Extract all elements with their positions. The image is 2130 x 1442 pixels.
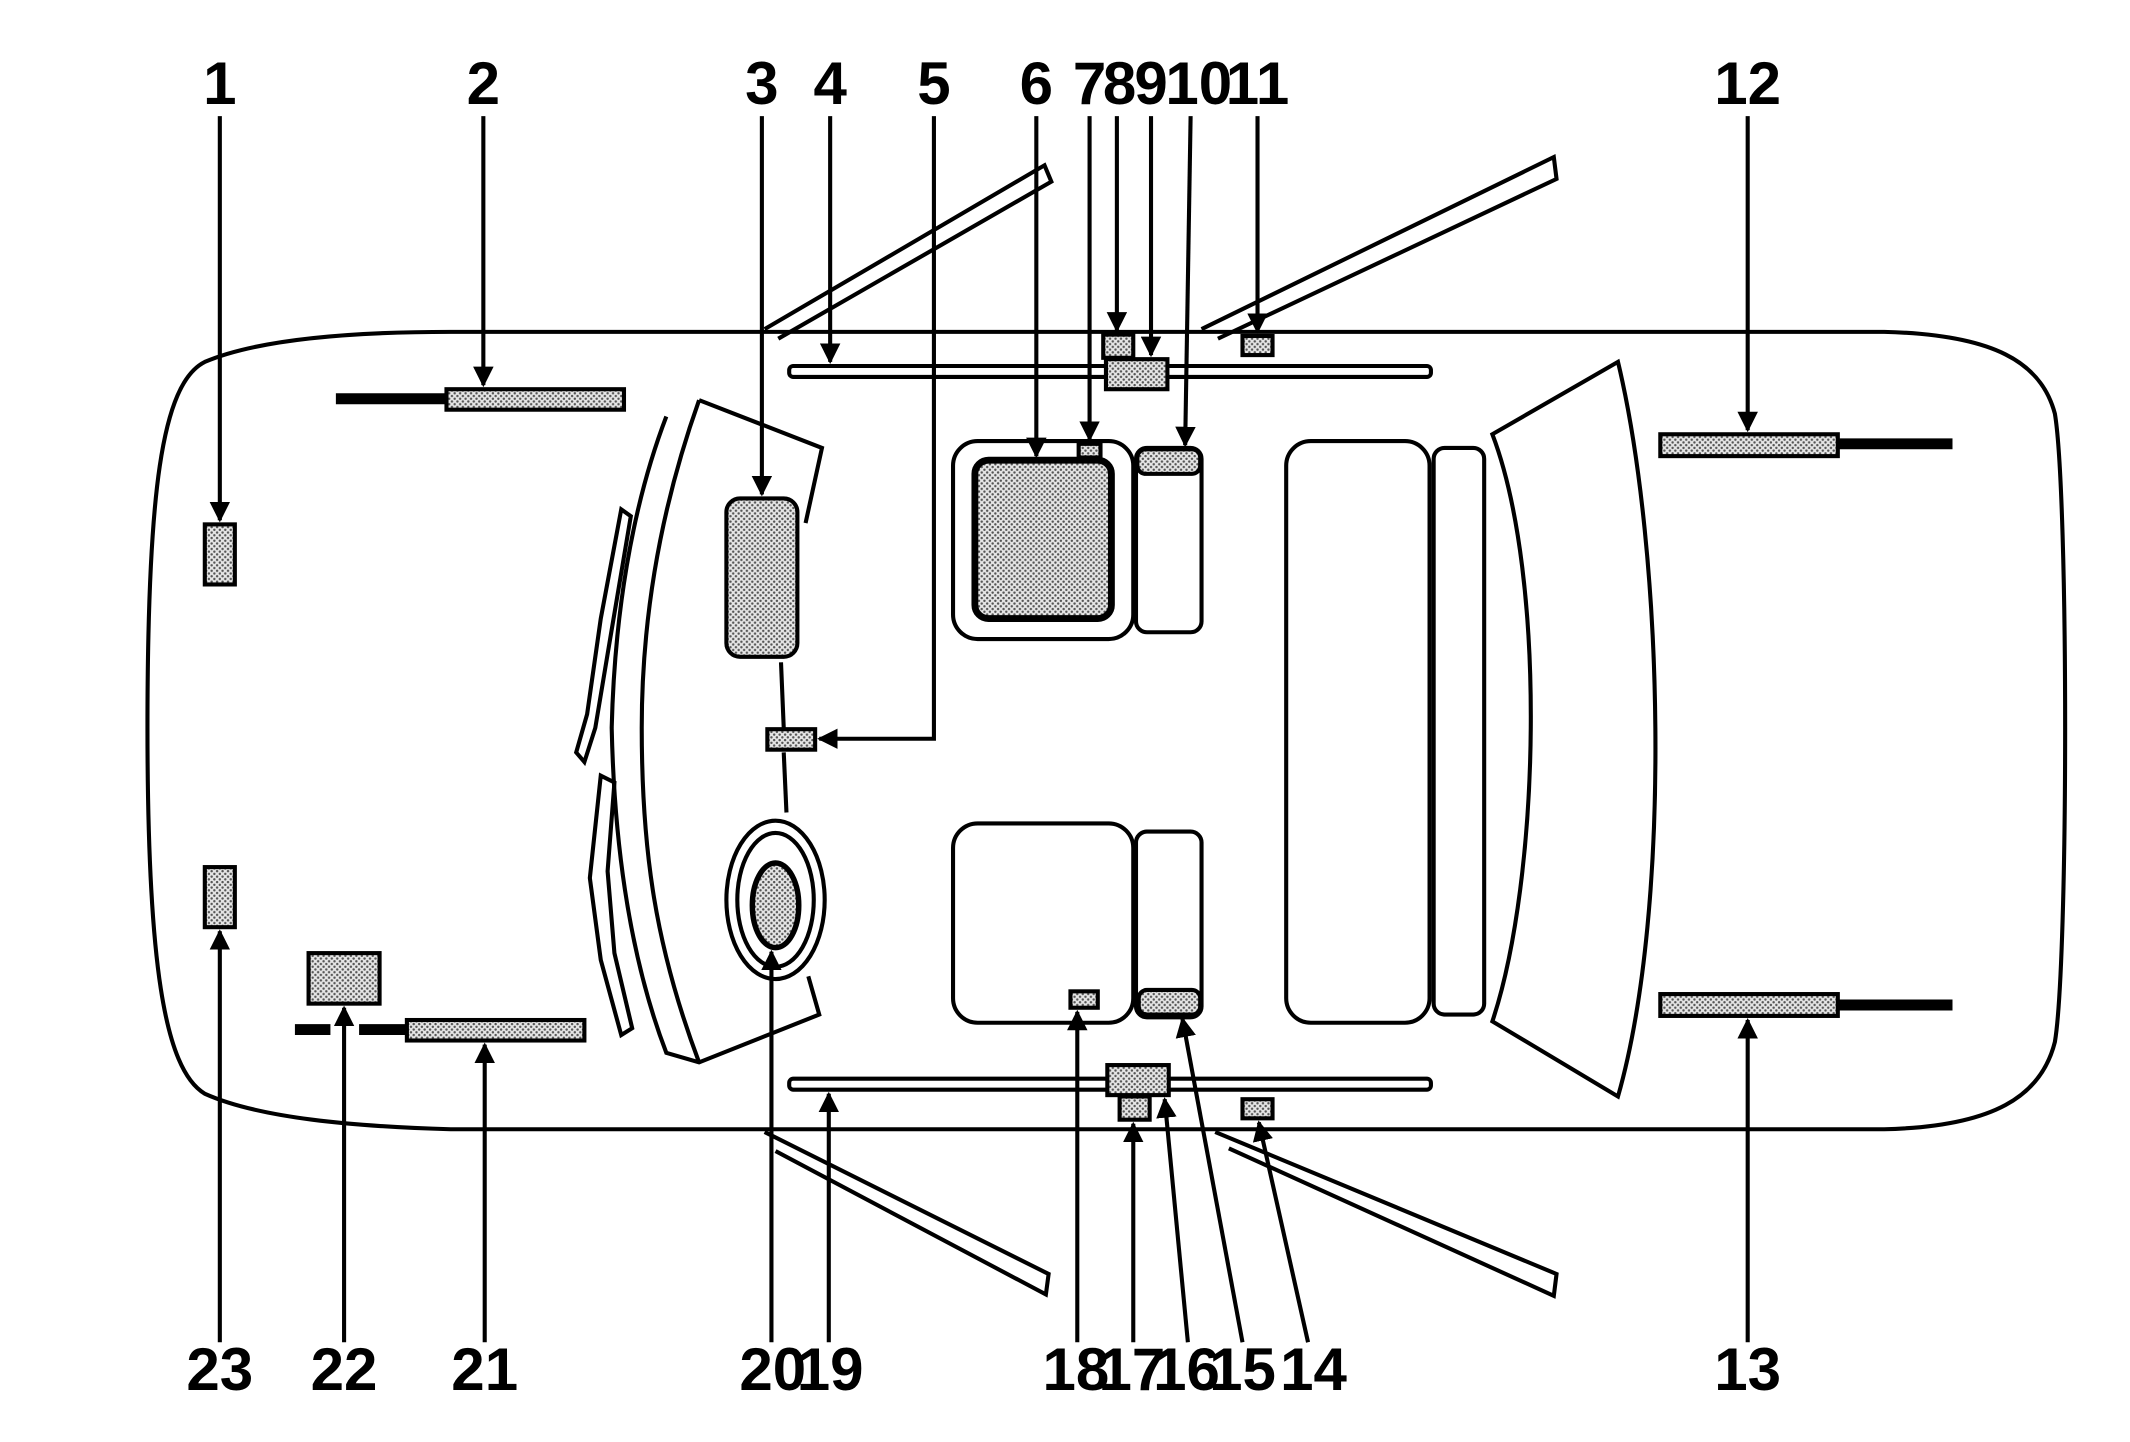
leader-16 [1156,1097,1190,1343]
callout-9: 9 [1134,50,1167,117]
callout-21: 21 [451,1336,518,1403]
callout-5: 5 [917,50,950,117]
leader-5 [817,116,936,749]
component-8 [1101,332,1136,360]
door-panel-front-right [763,1130,1051,1298]
callout-23: 23 [186,1336,253,1403]
callout-6: 6 [1020,50,1053,117]
component-7 [1076,441,1103,460]
callout-11: 11 [1226,50,1290,117]
callout-13: 13 [1714,1336,1781,1403]
rear-seat-back [1431,445,1487,1017]
callout-7: 7 [1073,50,1106,117]
wiper-upper [573,505,634,767]
callout-18: 18 [1043,1336,1110,1403]
rear-window [1489,358,1658,1100]
component-22 [306,951,382,1006]
component-1 [202,522,237,587]
callout-3: 3 [745,50,778,117]
door-panel-front-left [763,162,1054,341]
door-panel-rear-left [1200,153,1559,341]
callout-1: 1 [203,50,236,117]
callout-16: 16 [1153,1336,1220,1403]
callout-20: 20 [739,1336,806,1403]
callout-12: 12 [1714,50,1781,117]
leader-14 [1252,1120,1311,1343]
callout-17: 17 [1098,1336,1165,1403]
windshield [609,398,825,1065]
wiper-lower [587,772,635,1039]
component-21 [404,1017,587,1043]
car-body-outline [145,329,2068,1132]
component-14 [1240,1097,1275,1121]
seat-front-right [950,821,1136,1025]
component-23 [202,865,237,930]
callout-2: 2 [467,50,500,117]
callout-19: 19 [797,1336,864,1403]
callout-10: 10 [1165,50,1232,117]
component-3 [724,496,800,659]
callout-8: 8 [1103,50,1136,117]
seatback-front-right [1133,829,1204,1020]
component-13 [1658,992,1840,1018]
callout-22: 22 [311,1336,378,1403]
leader-10 [1175,116,1196,448]
component-5 [765,727,818,752]
steering-column-upper [778,662,786,728]
steering-wheel [724,818,827,982]
component-10 [1135,447,1203,476]
callout-15: 15 [1209,1336,1276,1403]
windshield-inner [639,399,702,1064]
leader-15 [1175,1016,1245,1343]
steering-column-lower [781,752,789,813]
component-15 [1136,987,1203,1017]
door-panel-rear-right [1214,1130,1559,1299]
component-20 [749,860,802,951]
component-12 [1658,432,1840,459]
component-18 [1068,989,1100,1010]
callout-4: 4 [813,50,847,117]
component-11 [1240,333,1275,358]
callout-14: 14 [1280,1336,1347,1403]
rear-seat-cushion [1284,439,1432,1025]
component-9 [1103,357,1170,392]
component-6 [971,456,1115,623]
component-17 [1117,1094,1152,1122]
component-16 [1105,1063,1171,1098]
component-2 [444,387,627,412]
